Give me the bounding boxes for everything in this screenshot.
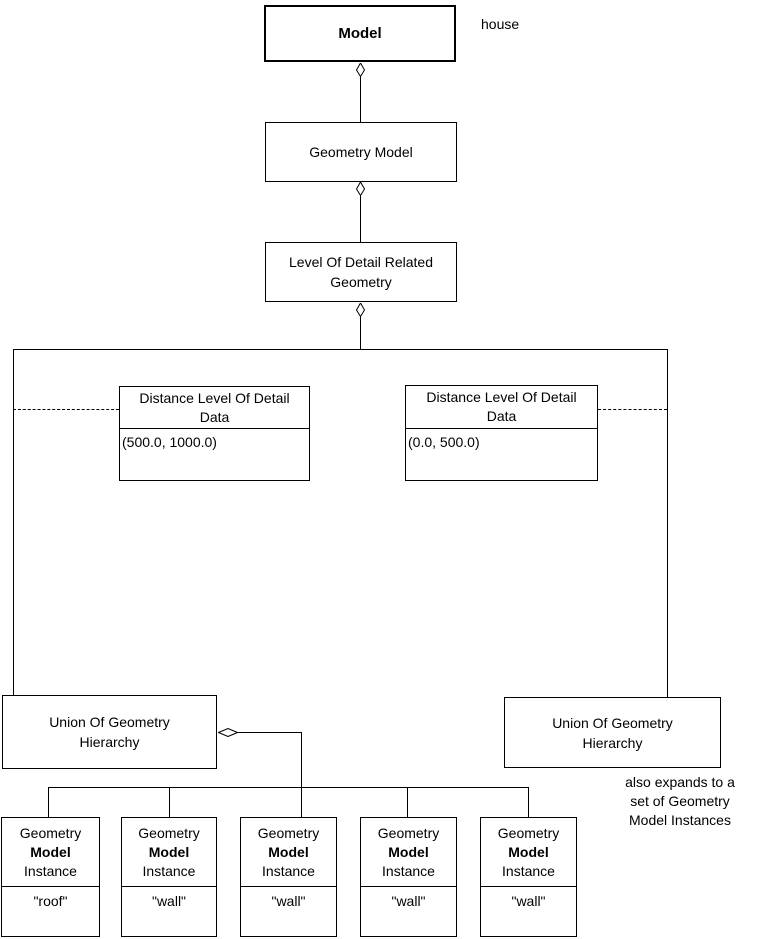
- instance-1-title: Geometry Model Instance: [2, 818, 99, 887]
- distance-lod-data-node-left: Distance Level Of Detail Data (500.0, 10…: [119, 386, 310, 481]
- house-annotation: house: [481, 16, 520, 32]
- aggregation-diamond-icon: [356, 63, 365, 77]
- geometry-model-instance-node-1: Geometry Model Instance "roof": [1, 817, 100, 937]
- distance-lod-data-node-right: Distance Level Of Detail Data (0.0, 500.…: [405, 385, 598, 481]
- distance-lod-data-left-title: Distance Level Of Detail Data: [120, 387, 309, 429]
- geometry-model-node-title: Geometry Model: [309, 144, 413, 160]
- branch-right-vertical-line: [667, 349, 668, 697]
- connector-model-to-geometry-model: [360, 77, 361, 122]
- instance-3-title: Geometry Model Instance: [241, 818, 336, 887]
- distance-lod-data-right-title: Distance Level Of Detail Data: [406, 386, 597, 429]
- lod-related-geometry-node: Level Of Detail Related Geometry: [265, 242, 457, 302]
- distance-lod-data-right-value: (0.0, 500.0): [408, 434, 480, 450]
- geometry-model-instance-node-3: Geometry Model Instance "wall": [240, 817, 337, 937]
- drop-to-instance-2: [169, 787, 170, 817]
- distance-lod-data-left-value: (500.0, 1000.0): [122, 434, 217, 450]
- instances-distribution-line: [48, 787, 529, 788]
- instance-5-value: "wall": [511, 893, 546, 909]
- connector-geometry-model-to-lod: [360, 196, 361, 242]
- union-of-geometry-hierarchy-node-right: Union Of Geometry Hierarchy: [504, 697, 721, 768]
- aggregation-diamond-icon: [356, 182, 365, 196]
- geometry-model-instance-node-5: Geometry Model Instance "wall": [480, 817, 577, 937]
- expands-note-annotation: also expands to a set of Geometry Model …: [625, 774, 735, 828]
- instance-3-value: "wall": [271, 893, 306, 909]
- union-left-title: Union Of Geometry Hierarchy: [49, 714, 170, 750]
- dashed-link-right-distance-lod: [598, 409, 667, 410]
- instance-4-title: Geometry Model Instance: [361, 818, 456, 887]
- instance-5-title: Geometry Model Instance: [481, 818, 576, 887]
- instance-2-value: "wall": [151, 893, 187, 909]
- geometry-model-instance-node-2: Geometry Model Instance "wall": [121, 817, 217, 937]
- connector-union-to-instances-horizontal: [238, 732, 302, 733]
- drop-to-instance-4: [407, 787, 408, 817]
- branch-left-vertical-line: [13, 349, 14, 695]
- model-node-title: Model: [338, 24, 382, 42]
- lod-related-geometry-node-title: Level Of Detail Related Geometry: [289, 254, 433, 290]
- branch-horizontal-line: [13, 349, 668, 350]
- aggregation-diamond-icon: [218, 728, 238, 737]
- union-right-title: Union Of Geometry Hierarchy: [552, 714, 673, 751]
- union-of-geometry-hierarchy-node-left: Union Of Geometry Hierarchy: [2, 695, 217, 769]
- geometry-model-instance-node-4: Geometry Model Instance "wall": [360, 817, 457, 937]
- instance-1-value: "roof": [33, 893, 68, 909]
- connector-union-to-instances-vertical: [301, 732, 302, 817]
- dashed-link-left-distance-lod: [13, 409, 119, 410]
- model-node: Model: [264, 5, 456, 62]
- connector-lod-to-branch: [360, 317, 361, 349]
- instance-4-value: "wall": [391, 893, 426, 909]
- drop-to-instance-5: [528, 787, 529, 817]
- geometry-model-node: Geometry Model: [265, 122, 457, 182]
- drop-to-instance-1: [48, 787, 49, 817]
- aggregation-diamond-icon: [356, 303, 365, 317]
- instance-2-title: Geometry Model Instance: [122, 818, 216, 887]
